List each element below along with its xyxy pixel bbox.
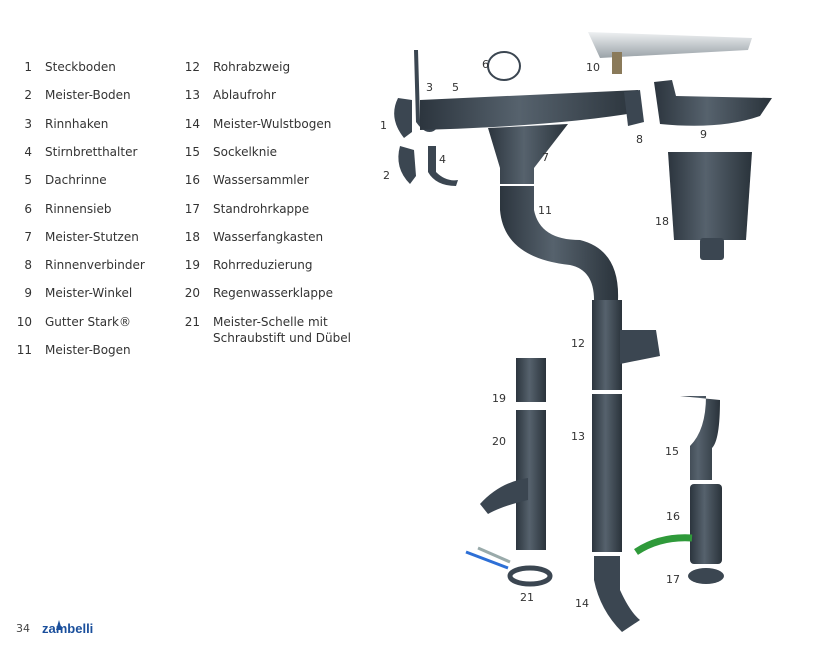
legend-number: 10 bbox=[16, 314, 32, 329]
callout-3: 3 bbox=[426, 81, 433, 94]
sockelknie-part bbox=[680, 396, 720, 480]
callout-12: 12 bbox=[571, 337, 585, 350]
callout-15: 15 bbox=[665, 445, 679, 458]
callout-20: 20 bbox=[492, 435, 506, 448]
legend-label: Rinnenverbinder bbox=[45, 258, 145, 273]
callout-13: 13 bbox=[571, 430, 585, 443]
callout-8: 8 bbox=[636, 133, 643, 146]
legend-label: Gutter Stark® bbox=[45, 314, 132, 329]
callout-6: 6 bbox=[482, 58, 489, 71]
page-number: 34 bbox=[16, 622, 30, 635]
meister-wulstbogen-part bbox=[594, 556, 640, 632]
legend-number: 13 bbox=[184, 88, 200, 103]
legend-label: Wassersammler bbox=[213, 173, 309, 188]
legend-number: 1 bbox=[24, 60, 32, 74]
gutter-stark-part bbox=[588, 32, 752, 58]
ablaufrohr-part bbox=[592, 394, 622, 552]
legend-number: 14 bbox=[184, 116, 200, 131]
legend-label: Meister-Wulstbogen bbox=[213, 116, 332, 131]
meister-winkel-part bbox=[654, 80, 772, 126]
standrohrkappe-part bbox=[688, 568, 724, 584]
legend-label: Meister-Stutzen bbox=[45, 229, 139, 244]
meister-schelle-part bbox=[507, 565, 553, 587]
zambelli-logo: zambelli bbox=[42, 620, 93, 636]
gutter-stark-outlet bbox=[612, 52, 622, 74]
wassersammler-part bbox=[690, 484, 722, 564]
callout-18: 18 bbox=[655, 215, 669, 228]
legend-number: 20 bbox=[184, 286, 200, 301]
callout-1: 1 bbox=[380, 119, 387, 132]
steckboden-part bbox=[394, 98, 412, 138]
callout-19: 19 bbox=[492, 392, 506, 405]
legend-number: 12 bbox=[184, 60, 200, 74]
rinnenverbinder-part bbox=[624, 90, 644, 126]
legend-number: 2 bbox=[24, 88, 32, 103]
callout-11: 11 bbox=[538, 204, 552, 217]
legend-number: 11 bbox=[16, 343, 32, 357]
legend-number: 19 bbox=[184, 258, 200, 273]
legend-label: Steckboden bbox=[45, 60, 116, 74]
legend-label: Standrohrkappe bbox=[213, 201, 310, 216]
callout-7: 7 bbox=[542, 151, 549, 164]
legend-number: 9 bbox=[24, 286, 32, 301]
legend-number: 5 bbox=[24, 173, 32, 188]
legend-label: Rinnhaken bbox=[45, 116, 109, 131]
legend-label: Stirnbretthalter bbox=[45, 144, 138, 159]
callout-5: 5 bbox=[452, 81, 459, 94]
legend-number: 17 bbox=[184, 201, 200, 216]
legend-number: 4 bbox=[24, 144, 32, 159]
rohrabzweig-part bbox=[592, 300, 622, 390]
rinnensieb-part bbox=[487, 51, 521, 81]
legend-number: 7 bbox=[24, 229, 32, 244]
svg-text:zambelli: zambelli bbox=[42, 621, 93, 636]
legend-number: 15 bbox=[184, 144, 200, 159]
dachrinne-part bbox=[420, 90, 640, 130]
legend-label: Meister-Schelle mit bbox=[213, 314, 328, 329]
legend-label: Meister-Winkel bbox=[45, 286, 133, 301]
legend-label: Meister-Bogen bbox=[45, 343, 131, 357]
meister-boden-part bbox=[398, 146, 416, 184]
legend-label: Dachrinne bbox=[45, 173, 107, 188]
legend-label: Rohrabzweig bbox=[213, 60, 291, 74]
callout-16: 16 bbox=[666, 510, 680, 523]
legend-number: 16 bbox=[184, 173, 200, 188]
meister-stutzen-part bbox=[488, 124, 568, 184]
legend-label: Sockelknie bbox=[213, 144, 278, 159]
legend-label-continued: Schraubstift und Dübel bbox=[213, 330, 351, 345]
legend-number: 21 bbox=[184, 314, 200, 329]
legend-label: Regenwasserklappe bbox=[213, 286, 334, 301]
callout-9: 9 bbox=[700, 128, 707, 141]
legend-label: Meister-Boden bbox=[45, 88, 131, 103]
stirnbretthalter-part bbox=[428, 146, 458, 186]
callout-4: 4 bbox=[439, 153, 446, 166]
rohrreduzierung-part bbox=[516, 358, 546, 402]
meister-bogen-part bbox=[500, 186, 619, 300]
callout-10: 10 bbox=[586, 61, 600, 74]
legend-label: Ablaufrohr bbox=[213, 88, 276, 103]
callout-14: 14 bbox=[575, 597, 589, 610]
wasserfangkasten-part bbox=[668, 152, 752, 240]
callout-2: 2 bbox=[383, 169, 390, 182]
callout-17: 17 bbox=[666, 573, 680, 586]
legend-label: Wasserfangkasten bbox=[213, 229, 324, 244]
legend-number: 18 bbox=[184, 229, 200, 244]
legend-label: Rohrreduzierung bbox=[213, 258, 313, 273]
legend-number: 6 bbox=[24, 201, 32, 216]
callout-21: 21 bbox=[520, 591, 534, 604]
legend-label: Rinnensieb bbox=[45, 201, 112, 216]
legend-number: 3 bbox=[24, 116, 32, 131]
legend-number: 8 bbox=[24, 258, 32, 273]
